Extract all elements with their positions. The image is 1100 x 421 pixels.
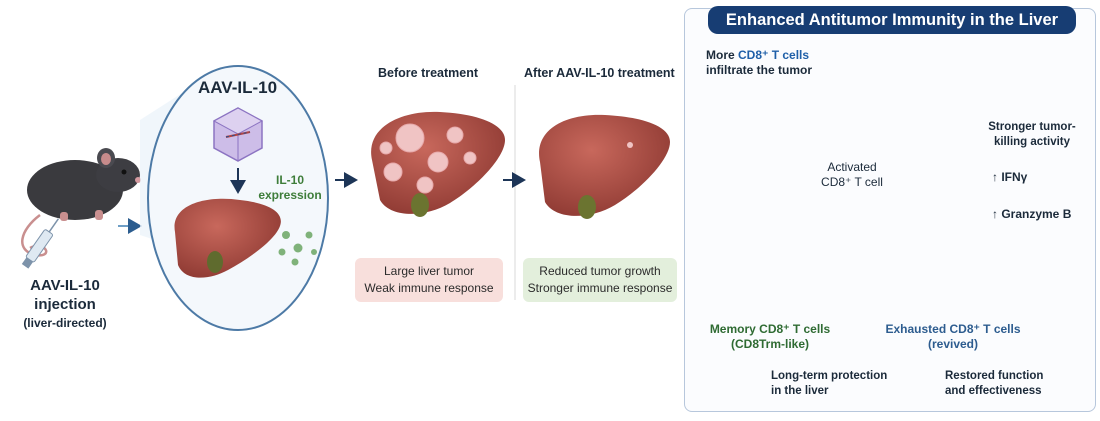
before-box-line1: Large liver tumor <box>383 264 475 278</box>
activated-label: Activated CD8⁺ T cell <box>812 160 892 190</box>
infiltrate-label: More CD8⁺ T cells infiltrate the tumor <box>706 48 812 78</box>
protection-label: Long-term protection in the liver <box>771 369 887 399</box>
liver-icon <box>174 198 281 278</box>
killing-line1: Stronger tumor- <box>988 121 1076 133</box>
restored-line2: and effectiveness <box>945 385 1042 397</box>
aav-capsid-icon <box>212 107 264 162</box>
killing-line2: killing activity <box>993 136 1071 148</box>
memory-line1: Memory CD8⁺ T cells <box>709 322 831 336</box>
il10-particles <box>278 231 317 266</box>
oval-title: AAV-IL-10 <box>198 78 278 97</box>
infiltrate-cell: CD8⁺ T cells <box>738 48 810 62</box>
panel-banner: Enhanced Antitumor Immunity in the Liver <box>708 6 1076 34</box>
granzyme-label: ↑ Granzyme B <box>992 207 1072 221</box>
memory-line2: (CD8Trm-like) <box>730 337 810 351</box>
after-box-line1: Reduced tumor growth <box>539 264 661 278</box>
restored-label: Restored function and effectiveness <box>945 369 1043 399</box>
exhausted-line2: (revived) <box>927 337 979 351</box>
before-box-line2: Weak immune response <box>364 281 494 295</box>
restored-line1: Restored function <box>945 370 1044 382</box>
liver-after-icon <box>539 114 670 219</box>
memory-label: Memory CD8⁺ T cells (CD8Trm-like) <box>700 322 840 352</box>
before-summary-box: Large liver tumor Weak immune response <box>355 258 503 302</box>
activated-line2: CD8⁺ T cell <box>821 175 883 189</box>
protection-line1: Long-term protection <box>771 370 888 382</box>
syringe-icon <box>21 218 59 269</box>
after-summary-box: Reduced tumor growth Stronger immune res… <box>523 258 677 302</box>
il10-expression-label: IL-10 expression <box>255 173 325 203</box>
exhausted-label: Exhausted CD8⁺ T cells (revived) <box>878 322 1028 352</box>
exhausted-line1: Exhausted CD8⁺ T cells <box>885 322 1021 336</box>
activated-line1: Activated <box>827 160 877 174</box>
injection-line2: injection <box>34 296 96 313</box>
protection-line2: in the liver <box>771 385 829 397</box>
antitumor-panel <box>684 8 1096 412</box>
before-heading: Before treatment <box>378 66 479 80</box>
expression-line2: expression <box>258 188 322 202</box>
injection-label: AAV-IL-10 injection <box>20 276 110 314</box>
injection-line3: (liver-directed) <box>23 316 107 330</box>
infiltrate-line2: infiltrate the tumor <box>706 63 813 77</box>
injection-line1: AAV-IL-10 <box>30 277 100 294</box>
killing-label: Stronger tumor- killing activity <box>982 120 1082 150</box>
infiltrate-prefix: More <box>706 48 739 62</box>
mouse-illustration <box>21 148 141 257</box>
after-heading: After AAV-IL-10 treatment <box>524 66 675 80</box>
ifng-label: ↑ IFNγ <box>992 170 1028 184</box>
liver-before-icon <box>371 111 505 217</box>
expression-line1: IL-10 <box>275 173 304 187</box>
after-box-line2: Stronger immune response <box>527 281 673 295</box>
